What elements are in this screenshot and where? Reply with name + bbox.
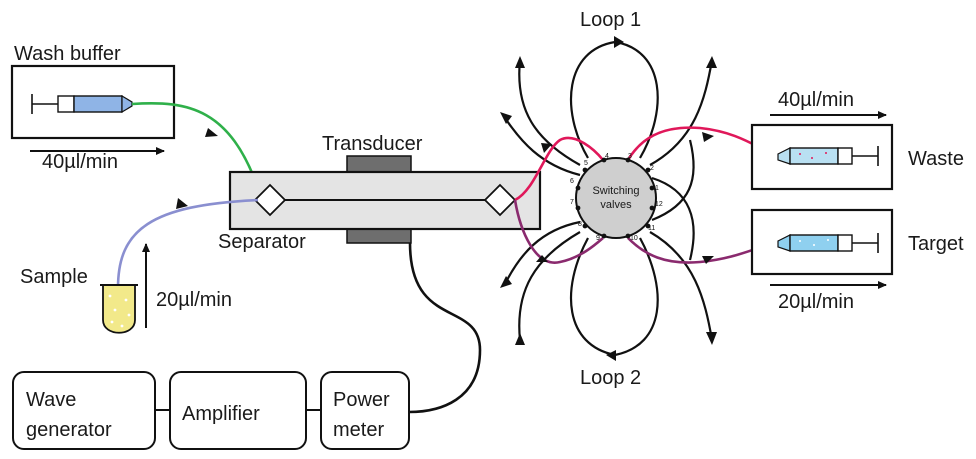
sample-tube-line	[116, 198, 259, 312]
valve-port-dots	[575, 157, 655, 239]
loop2-label: Loop 2	[580, 367, 641, 389]
valve-port-label: 10	[630, 235, 638, 242]
loop-lines	[504, 40, 714, 357]
valve-port-label: 3	[628, 153, 632, 160]
power-meter-box	[320, 371, 410, 450]
wash-tube	[131, 102, 260, 189]
loop1-label: Loop 1	[580, 9, 641, 31]
sample-label: Sample	[20, 266, 88, 288]
waste-syringe-icon	[777, 146, 879, 166]
loop-arrowheads	[500, 36, 717, 361]
wash-buffer-label: Wash buffer	[14, 43, 121, 65]
transducer-cable	[408, 242, 482, 414]
separator-inlet	[253, 183, 287, 217]
wash-syringe-icon	[31, 94, 133, 114]
valve-port-label: 8	[578, 221, 582, 228]
transducer-top	[346, 155, 412, 173]
valve-port-label: 4	[605, 153, 609, 160]
valve-port-label: 5	[584, 160, 588, 167]
wave-generator-label-2: generator	[26, 419, 112, 441]
target-syringe-icon	[777, 233, 879, 253]
wash-rate-label: 40µl/min	[42, 151, 118, 173]
separator-label: Separator	[218, 231, 306, 253]
power-meter-label-1: Power	[333, 389, 390, 411]
outlet-tube-red	[514, 136, 605, 202]
outlet-tube-purple	[513, 199, 604, 264]
valve-port-label: 7	[570, 199, 574, 206]
valve-port-label: 11	[648, 225, 655, 232]
sample-vial	[102, 285, 136, 334]
wash-tube-arrow	[205, 128, 218, 137]
amplifier-label: Amplifier	[182, 403, 260, 425]
valve-port-label: 12	[655, 201, 663, 208]
valve-port-label: 6	[570, 178, 574, 185]
valve-port-label: 2	[650, 165, 654, 172]
valve-label-1: Switching	[592, 185, 639, 197]
sample-tube-arrow	[176, 198, 188, 209]
switching-valve[interactable]	[575, 157, 657, 239]
target-label: Target	[908, 233, 964, 255]
sample-particles	[108, 294, 131, 328]
target-rate-label: 20µl/min	[778, 291, 854, 313]
waste-rate-label: 40µl/min	[778, 89, 854, 111]
transducer-bottom	[346, 228, 412, 244]
valve-port-label: 9	[596, 235, 600, 242]
sample-rate-label: 20µl/min	[156, 289, 232, 311]
separator-outlet	[483, 183, 517, 217]
wave-generator-label-1: Wave	[26, 389, 76, 411]
transducer-label: Transducer	[322, 133, 423, 155]
valve-label-2: valves	[600, 199, 632, 211]
power-meter-label-2: meter	[333, 419, 384, 441]
waste-label: Waste	[908, 148, 964, 170]
valve-port-label: 1	[655, 185, 659, 192]
